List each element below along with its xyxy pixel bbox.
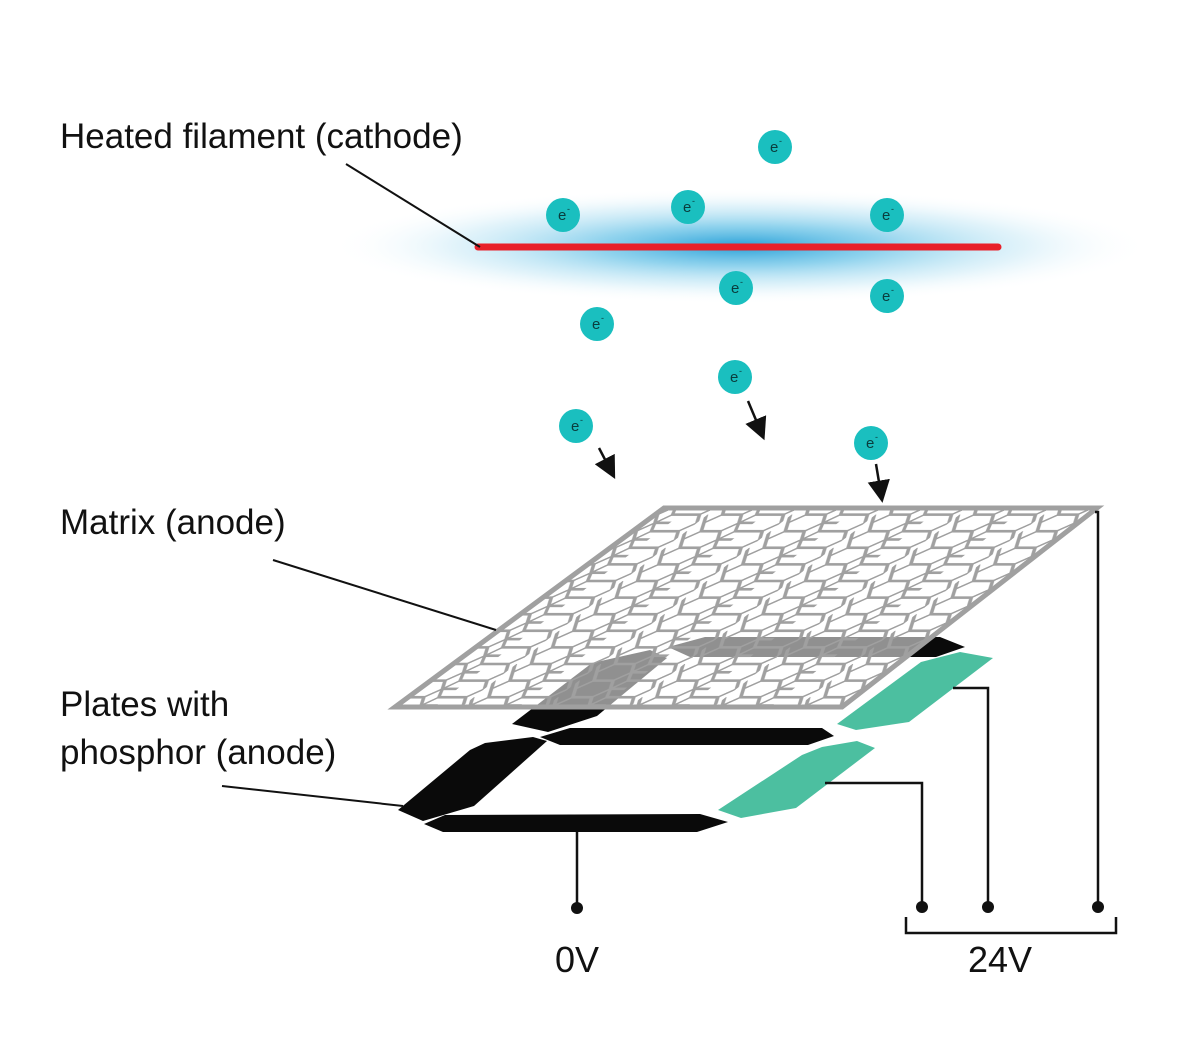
electron-body [870,279,904,313]
electron: e- [671,190,705,224]
electron-flow-arrows [594,400,890,503]
terminal-0v [571,902,583,914]
electron-body [854,426,888,460]
electron: e- [870,279,904,313]
electron-charge: - [875,432,878,442]
leader-plates [221,785,404,807]
electron-cloud: e-e-e-e-e-e-e-e-e-e- [546,130,904,460]
leader-matrix [272,559,497,631]
electron-letter: e [770,139,778,156]
wire-terminals [571,901,1104,914]
label-matrix: Matrix (anode) [60,503,286,542]
electron-charge: - [739,366,742,376]
electron-charge: - [692,196,695,206]
electron: e- [758,130,792,164]
electron-letter: e [866,435,874,452]
electron: e- [559,409,593,443]
electron-body [546,198,580,232]
electron-body [580,307,614,341]
electron: e- [546,198,580,232]
electron-charge: - [779,136,782,146]
electron-letter: e [571,418,579,435]
segment-middle [540,728,834,745]
label-plates-line1: Plates with [60,685,229,724]
electron-letter: e [683,199,691,216]
label-plates-line2: phosphor (anode) [60,733,336,772]
24v-bracket [904,917,1118,935]
terminal-matrix [1092,901,1104,913]
electron: e- [580,307,614,341]
electron: e- [718,360,752,394]
electron-body [719,271,753,305]
label-cathode: Heated filament (cathode) [60,117,463,156]
electron: e- [870,198,904,232]
matrix-grid [387,505,1105,710]
electron-body [718,360,752,394]
electron: e- [719,271,753,305]
matrix-frame [387,505,1105,710]
electron-body [870,198,904,232]
electron-charge: - [567,204,570,214]
electron: e- [854,426,888,460]
label-24v: 24V [968,939,1032,980]
segment-upper-right [837,652,993,730]
electron-charge: - [891,285,894,295]
segment-lower-left [398,737,547,821]
segment-lower-right [718,741,875,818]
electron-body [671,190,705,224]
wire-segment-lower-right [825,781,924,907]
electron-letter: e [731,280,739,297]
electron-letter: e [730,369,738,386]
wire-segment-upper-right [953,686,990,907]
electron-arrow [745,400,767,441]
electron-body [758,130,792,164]
electron-charge: - [601,313,604,323]
electron-charge: - [580,415,583,425]
electron-letter: e [882,207,890,224]
terminal-segment-lower-right [916,901,928,913]
cathode-assembly [330,188,1150,304]
leader-lines [221,163,497,807]
label-0v: 0V [555,939,599,980]
wire-matrix [1095,510,1100,907]
electron-letter: e [882,288,890,305]
electron-arrow [867,463,890,503]
electron-letter: e [592,316,600,333]
terminal-segment-upper-right [982,901,994,913]
leader-cathode [345,163,481,248]
segment-bottom [424,814,728,832]
electron-arrow [594,447,616,479]
electron-letter: e [558,207,566,224]
electron-charge: - [891,204,894,214]
electron-charge: - [740,277,743,287]
wiring [575,510,1118,935]
electron-body [559,409,593,443]
